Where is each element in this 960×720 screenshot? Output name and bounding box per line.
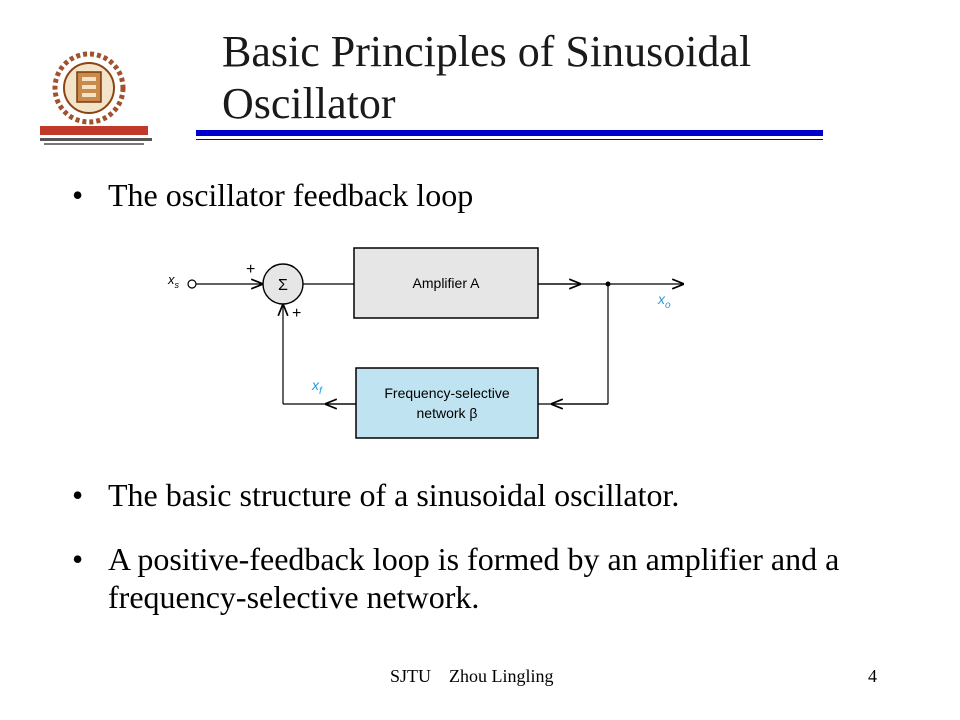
sjtu-logo	[40, 51, 152, 145]
page-number: 4	[868, 666, 877, 686]
bullet-marker: •	[72, 177, 84, 213]
feedback-label: xf	[311, 377, 323, 397]
logo-wordmark	[40, 126, 152, 145]
logo-emblem-icon	[52, 51, 126, 125]
network-block	[355, 367, 539, 439]
bullet-text: The basic structure of a sinusoidal osci…	[108, 477, 680, 513]
network-label-line1: Frequency-selective	[384, 385, 509, 401]
bullet-marker: •	[72, 541, 84, 577]
bullet-text: A positive-feedback loop is formed by an…	[108, 541, 840, 615]
summer-plus-top: +	[246, 261, 255, 278]
amplifier-block	[353, 247, 539, 319]
bullet-item: • A positive-feedback loop is formed by …	[72, 540, 872, 616]
bullet-text: The oscillator feedback loop	[108, 177, 474, 213]
output-label: xo	[657, 291, 671, 311]
feedback-loop-diagram: xs Σ + + Amplifier A xo Frequency-select…	[167, 247, 700, 439]
footer-credit: SJTU Zhou Lingling	[390, 666, 554, 686]
network-label-line2: network β	[417, 405, 478, 421]
title-underline	[196, 130, 823, 136]
summer-plus-bottom: +	[292, 305, 301, 322]
input-label: xs	[167, 272, 180, 290]
bullet-marker: •	[72, 477, 84, 513]
input-terminal	[187, 279, 197, 289]
amplifier-label: Amplifier A	[413, 275, 481, 291]
page-title: Basic Principles of Sinusoidal Oscillato…	[222, 27, 752, 128]
bullet-item: • The basic structure of a sinusoidal os…	[72, 476, 872, 514]
title-underline-thin	[196, 139, 823, 140]
summer-symbol: Σ	[278, 277, 288, 294]
bullet-item: • The oscillator feedback loop	[72, 176, 872, 214]
